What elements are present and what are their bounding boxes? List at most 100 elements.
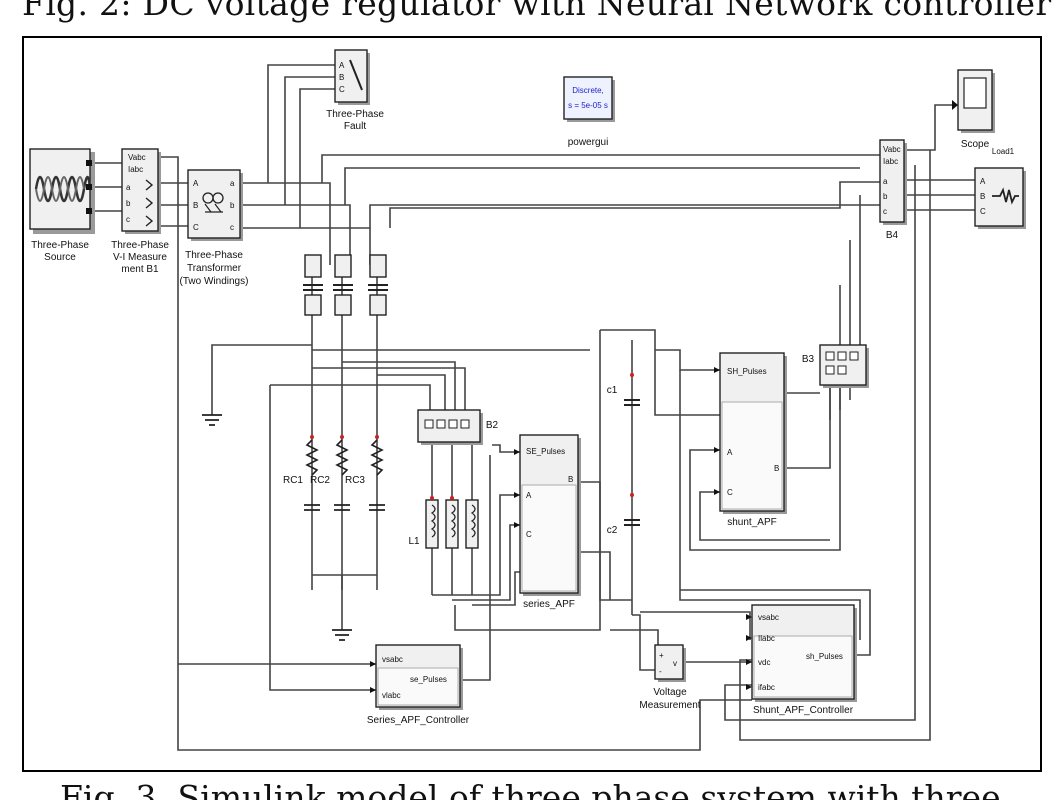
rc3-label: RC3 bbox=[345, 475, 365, 486]
tr-port-b: b bbox=[230, 201, 235, 210]
series-apf-port-b: B bbox=[568, 475, 573, 484]
signal-wires bbox=[92, 64, 975, 751]
three-phase-fault-block[interactable]: A B C bbox=[334, 49, 370, 105]
load-port-C: C bbox=[980, 207, 986, 216]
vi-label-2: V-I Measure bbox=[113, 252, 167, 263]
transformer-label-3: (Two Windings) bbox=[180, 276, 249, 287]
load1-label: Load1 bbox=[992, 147, 1015, 156]
tr-port-C: C bbox=[193, 223, 199, 232]
vm-label-2: Measurement bbox=[639, 700, 700, 711]
shunt-apf-block[interactable]: SH_Pulses A C B bbox=[714, 352, 787, 514]
source-label-2: Source bbox=[44, 252, 76, 263]
l1-label: L1 bbox=[408, 536, 420, 547]
caption-bottom-text: Fig. 3. Simulink model of three phase sy… bbox=[60, 778, 1001, 800]
ground-icon-bottom bbox=[332, 629, 352, 641]
vm-port-minus: - bbox=[659, 667, 662, 676]
ground-icon bbox=[202, 414, 222, 426]
vi-port-a: a bbox=[126, 183, 131, 192]
series-apf-in-pulses: SE_Pulses bbox=[526, 447, 565, 456]
shunt-ctrl-in-vsabc: vsabc bbox=[758, 613, 779, 622]
fault-port-C: C bbox=[339, 85, 345, 94]
fault-label-1: Three-Phase bbox=[326, 109, 384, 120]
shunt-apf-port-b: B bbox=[774, 464, 779, 473]
transformer-block[interactable]: A B C a b c bbox=[187, 169, 243, 241]
inductor-bank bbox=[425, 496, 479, 549]
transformer-label-2: Transformer bbox=[187, 263, 242, 274]
b4-port-vabc: Vabc bbox=[883, 145, 901, 154]
shunt-ctrl-in-ifabc: ifabc bbox=[758, 683, 775, 692]
shunt-apf-label: shunt_APF bbox=[727, 517, 776, 528]
c2-label: c2 bbox=[607, 525, 618, 536]
powergui-label: powergui bbox=[568, 137, 609, 148]
b2-measurement-block[interactable] bbox=[417, 409, 483, 445]
breaker-switch-icon bbox=[349, 59, 363, 91]
b4-port-c: c bbox=[883, 207, 887, 216]
load-rl-icon bbox=[992, 187, 1019, 205]
vi-port-c: c bbox=[126, 215, 130, 224]
series-apf-port-a: A bbox=[526, 491, 532, 500]
load-port-B: B bbox=[980, 192, 985, 201]
fault-label-2: Fault bbox=[344, 121, 366, 132]
b3-measurement-block[interactable] bbox=[819, 344, 869, 388]
load-block[interactable]: A B C bbox=[974, 167, 1026, 229]
series-apf-label: series_APF bbox=[523, 599, 575, 610]
vi-label-1: Three-Phase bbox=[111, 240, 169, 251]
b2-label: B2 bbox=[486, 420, 499, 431]
three-phase-source-block[interactable] bbox=[29, 148, 95, 234]
vi-port-b: b bbox=[126, 199, 131, 208]
tr-port-A: A bbox=[193, 179, 199, 188]
b4-port-b: b bbox=[883, 192, 888, 201]
rc1-label: RC1 bbox=[283, 475, 303, 486]
series-ctrl-in-vsabc: vsabc bbox=[382, 655, 403, 664]
capacitor-bank bbox=[303, 254, 388, 316]
b3-label: B3 bbox=[802, 354, 815, 365]
source-label-1: Three-Phase bbox=[31, 240, 89, 251]
shunt-apf-port-a: A bbox=[727, 448, 733, 457]
load-port-A: A bbox=[980, 177, 986, 186]
tr-port-B: B bbox=[193, 201, 198, 210]
simulink-canvas bbox=[22, 36, 1042, 772]
rc2-label: RC2 bbox=[310, 475, 330, 486]
vm-port-plus: + bbox=[659, 651, 664, 660]
shunt-apf-in-pulses: SH_Pulses bbox=[727, 367, 767, 376]
b4-port-a: a bbox=[883, 177, 888, 186]
figure-caption-top: Fig. 2: DC voltage regulator with Neural… bbox=[0, 0, 1059, 36]
vm-port-v: v bbox=[673, 659, 677, 668]
series-apf-controller-block[interactable]: vsabc vlabc se_Pulses bbox=[370, 644, 463, 710]
shunt-ctrl-in-ilabc: Ilabc bbox=[758, 634, 775, 643]
vi-label-3: ment B1 bbox=[121, 264, 159, 275]
scope-label: Scope bbox=[961, 139, 990, 150]
series-ctrl-label: Series_APF_Controller bbox=[367, 715, 470, 726]
series-ctrl-out-pulses: se_Pulses bbox=[410, 675, 447, 684]
series-ctrl-in-vlabc: vlabc bbox=[382, 691, 401, 700]
scope-screen-icon bbox=[963, 77, 987, 109]
shunt-apf-controller-block[interactable]: vsabc Ilabc vdc ifabc sh_Pulses bbox=[746, 604, 857, 702]
c1-label: c1 bbox=[607, 385, 618, 396]
series-apf-block[interactable]: SE_Pulses A C B bbox=[514, 434, 581, 596]
transformer-coil-icon bbox=[202, 192, 224, 213]
fault-port-A: A bbox=[339, 61, 345, 70]
vi-measurement-block[interactable]: Vabc Iabc a b c bbox=[121, 148, 161, 234]
figure-caption-bottom: Fig. 3. Simulink model of three phase sy… bbox=[0, 775, 1059, 800]
series-apf-port-c: C bbox=[526, 530, 532, 539]
tr-port-a: a bbox=[230, 179, 235, 188]
b4-label: B4 bbox=[886, 230, 899, 241]
rc-branches bbox=[304, 435, 385, 511]
powergui-line-1: Discrete, bbox=[572, 86, 604, 95]
voltage-measurement-block[interactable]: + - v bbox=[654, 644, 686, 682]
shunt-ctrl-label: Shunt_APF_Controller bbox=[753, 705, 854, 716]
b4-measurement-block[interactable]: Vabc Iabc a b c bbox=[879, 139, 907, 225]
tr-port-c: c bbox=[230, 223, 234, 232]
powergui-block[interactable]: Discrete, s = 5e-05 s bbox=[563, 76, 615, 122]
sine-wave-icon bbox=[34, 175, 92, 203]
transformer-label-1: Three-Phase bbox=[185, 250, 243, 261]
scope-block[interactable] bbox=[952, 69, 995, 133]
caption-top-text: Fig. 2: DC voltage regulator with Neural… bbox=[22, 0, 1052, 23]
powergui-line-2: s = 5e-05 s bbox=[568, 101, 608, 110]
vm-label-1: Voltage bbox=[653, 687, 687, 698]
dc-link-capacitors bbox=[624, 373, 640, 526]
fault-port-B: B bbox=[339, 73, 344, 82]
b4-port-iabc: Iabc bbox=[883, 157, 898, 166]
vi-port-vabc: Vabc bbox=[128, 153, 146, 162]
